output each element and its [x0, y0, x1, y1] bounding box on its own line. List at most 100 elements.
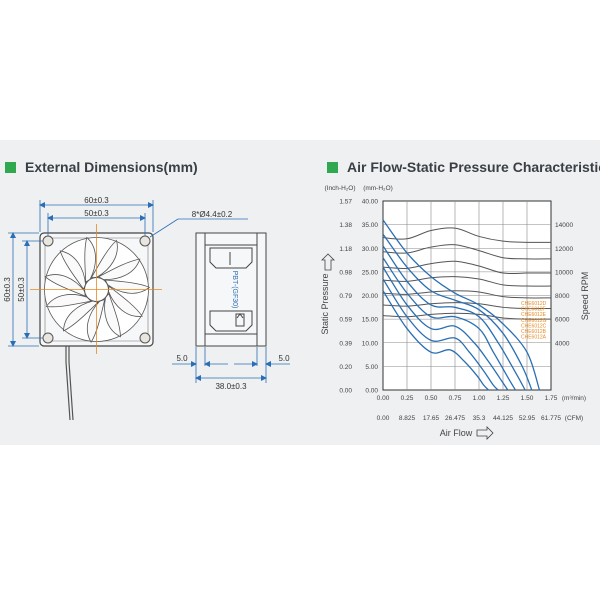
width-inner-label: 50±0.3 — [84, 209, 109, 218]
y-tick-inch: 0.20 — [339, 364, 352, 371]
y-tick-inch: 0.59 — [339, 317, 352, 324]
y-tick-mm: 5.00 — [365, 364, 378, 371]
pq-curves — [382, 219, 541, 391]
y-tick-inch: 0.39 — [339, 340, 352, 347]
side-dimension-lines — [172, 347, 290, 383]
y-tick-mm: 35.00 — [362, 222, 379, 229]
fan-blade — [59, 250, 86, 290]
chart-heading: Air Flow-Static Pressure Characteristics — [327, 159, 600, 175]
legend-item: CHE6012G — [521, 318, 547, 324]
fan-blade — [104, 292, 121, 338]
depth-label: 38.0±0.3 — [215, 382, 247, 391]
fan-blades — [44, 236, 151, 343]
pq-curve — [382, 278, 499, 391]
chart-grid — [382, 200, 552, 391]
rpm-curve — [382, 260, 551, 275]
legend-item: CHE6012F — [521, 307, 546, 313]
x-tick-m3: 1.50 — [521, 395, 534, 402]
green-square-icon — [327, 162, 338, 173]
pq-curve — [382, 266, 509, 391]
x-tick-m3: 0.00 — [377, 395, 390, 402]
chart-title: Air Flow-Static Pressure Characteristics — [347, 159, 600, 175]
x-tick-m3: 1.75 — [545, 395, 558, 402]
height-outer-label: 60±0.3 — [3, 277, 12, 302]
pq-curve — [382, 290, 490, 391]
legend-item: CHE6012B — [521, 329, 547, 335]
y-unit-inch: (Inch-H₂O) — [324, 185, 355, 192]
pq-curve — [382, 233, 533, 391]
fan-side-view — [195, 232, 267, 347]
rpm-curve — [382, 302, 552, 310]
x-tick-cfm: 35.3 — [473, 415, 486, 422]
pq-curve — [382, 219, 541, 391]
x-tick-cfm: 61.775 — [541, 415, 561, 422]
front-dimension-lines — [8, 200, 248, 347]
pq-curve — [382, 257, 517, 391]
x-tick-cfm: 52.95 — [519, 415, 536, 422]
legend-item: CHE6012C — [521, 323, 547, 329]
chart-ticks: 0.00 0.20 0.39 0.59 0.79 0.98 1.18 1.38 1.57 0.00… — [339, 199, 573, 423]
y2-tick: 6000 — [555, 317, 570, 324]
mount-holes — [42, 235, 151, 344]
y-tick-mm: 25.00 — [362, 269, 379, 276]
x-tick-cfm: 26.475 — [445, 415, 465, 422]
y-unit-mm: (mm-H₂O) — [363, 185, 393, 192]
y-arrow-icon — [321, 253, 335, 271]
x-tick-m3: 0.25 — [401, 395, 414, 402]
y-tick-mm: 0.00 — [365, 388, 378, 395]
y2-axis-label: Speed RPM — [580, 272, 590, 321]
y-axis-label: Static Pressure — [320, 273, 330, 334]
legend-item: CHE6012A — [521, 335, 547, 341]
x-tick-cfm: 0.00 — [377, 415, 390, 422]
fan-front-view — [30, 224, 162, 421]
x-arrow-icon — [476, 426, 494, 440]
hole-label: 8*Ø4.4±0.2 — [192, 210, 233, 219]
material-label: PBT-(GF30) — [231, 271, 238, 309]
legend-item: CHE6012D — [521, 301, 547, 307]
y-tick-inch: 0.00 — [339, 388, 352, 395]
x-tick-cfm: 17.65 — [423, 415, 440, 422]
x-unit-top: (m³/min) — [562, 395, 586, 402]
fan-blade — [104, 279, 151, 294]
rpm-curve — [382, 276, 552, 287]
y-tick-inch: 1.18 — [339, 246, 352, 253]
y-tick-inch: 0.79 — [339, 293, 352, 300]
y2-tick: 4000 — [555, 340, 570, 347]
y2-tick: 14000 — [555, 222, 573, 229]
x-tick-m3: 0.75 — [449, 395, 462, 402]
width-outer-label: 60±0.3 — [84, 196, 109, 205]
dimensions-title: External Dimensions(mm) — [25, 159, 198, 175]
rpm-curves — [382, 227, 552, 320]
fan-blade — [107, 285, 143, 317]
flange-left-label: 5.0 — [176, 354, 188, 363]
fan-blade — [63, 300, 99, 332]
y-tick-mm: 10.00 — [362, 340, 379, 347]
flange-right-label: 5.0 — [278, 354, 290, 363]
y-tick-mm: 20.00 — [362, 293, 379, 300]
y-tick-mm: 15.00 — [362, 317, 379, 324]
green-square-icon — [5, 162, 16, 173]
x-tick-m3: 0.50 — [425, 395, 438, 402]
rpm-curve — [382, 227, 552, 243]
fan-blade — [44, 274, 86, 297]
y2-tick: 12000 — [555, 246, 573, 253]
fan-blade — [84, 236, 96, 283]
fan-blade — [45, 294, 92, 308]
y2-tick: 10000 — [555, 269, 573, 276]
dimensions-heading: External Dimensions(mm) — [5, 159, 198, 175]
legend-item: CHE6012E — [521, 312, 547, 318]
rpm-curve — [382, 290, 552, 299]
y-tick-inch: 1.38 — [339, 222, 352, 229]
y2-tick: 8000 — [555, 293, 570, 300]
rpm-curve — [382, 312, 552, 320]
fan-blade — [86, 299, 106, 343]
y-tick-inch: 1.57 — [339, 199, 352, 206]
fan-blade — [97, 258, 141, 280]
y-tick-mm: 40.00 — [362, 199, 379, 206]
y-tick-inch: 0.98 — [339, 269, 352, 276]
x-tick-cfm: 8.825 — [399, 415, 416, 422]
rpm-curve — [382, 244, 552, 260]
y-tick-mm: 30.00 — [362, 246, 379, 253]
